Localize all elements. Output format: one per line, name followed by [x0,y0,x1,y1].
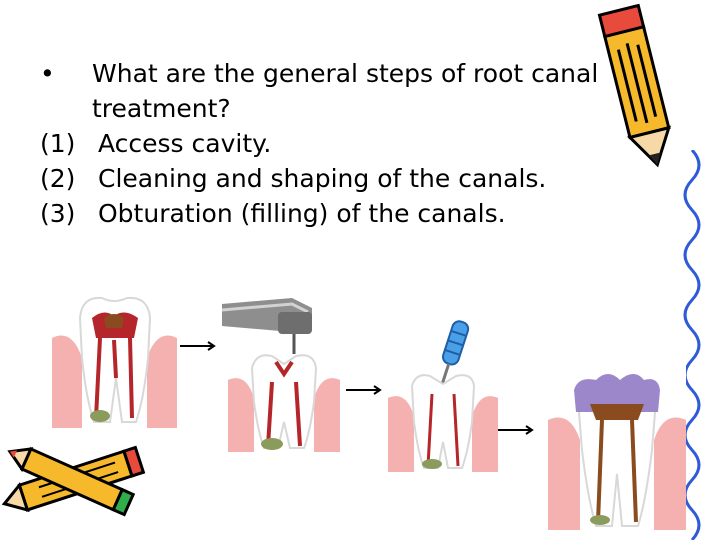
step-3-text: Obturation (filling) of the canals. [98,199,506,228]
pencil-icon [597,3,671,168]
tooth-icon [52,288,177,428]
arrow-right-icon [346,385,382,395]
arrow-right-icon [498,425,534,435]
step-2: (2) Cleaning and shaping of the canals. [40,161,640,196]
step-1: (1) Access cavity. [40,126,640,161]
step-1-number: (1) [40,129,76,158]
bullet-marker: • [40,59,55,88]
pencils-icon [1,445,146,517]
arrow-right-icon [180,341,216,351]
question-line: • What are the general steps of root can… [40,56,640,126]
slide-text: • What are the general steps of root can… [40,56,640,231]
tooth-icon [548,350,686,530]
squiggle-border-icon [683,150,701,540]
step-1-text: Access cavity. [98,129,272,158]
step-2-text: Cleaning and shaping of the canals. [98,164,547,193]
tooth-icon [388,374,498,472]
dental-drill-icon [222,298,312,354]
step-2-number: (2) [40,164,76,193]
question-text: What are the general steps of root canal… [92,59,599,123]
step-3-number: (3) [40,199,76,228]
step-3: (3) Obturation (filling) of the canals. [40,196,640,231]
tooth-icon [228,354,340,452]
